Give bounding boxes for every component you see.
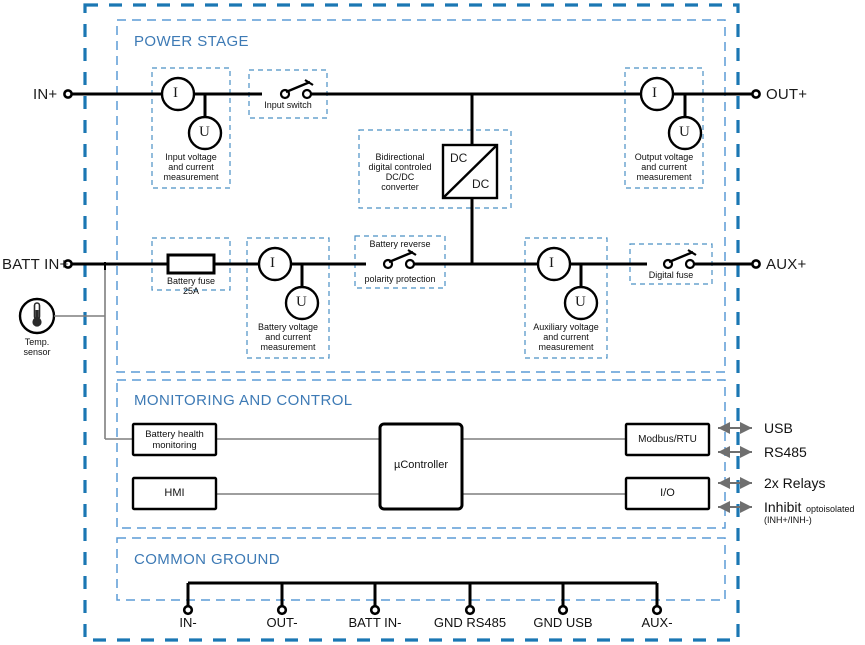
interface-label-rs485: RS485 [764, 444, 807, 460]
shape-ucontroller [378, 422, 464, 511]
meter-output-voltage [667, 115, 703, 151]
dcdc-label-bottom: DC [472, 177, 490, 191]
label-battery-health-line2: monitoring [152, 440, 197, 451]
terminal-batt-in-plus-dot [63, 259, 73, 269]
ground-bus [186, 581, 659, 607]
meter-label-input-voltage: U [199, 124, 210, 140]
dash-aux-measurement [524, 237, 608, 359]
gnd-label-gnd-rs485: GND RS485 [433, 615, 507, 630]
caption-reverse-polarity-bottom: polarity protection [364, 274, 436, 284]
caption-input-measurement: Input voltage and current measurement [163, 152, 219, 182]
component-dash-boxes [151, 67, 713, 359]
dcdc-label-top: DC [450, 151, 468, 165]
gnd-label-in-minus: IN- [179, 615, 197, 630]
meter-input-voltage [187, 115, 223, 151]
meter-label-output-voltage: U [679, 124, 690, 140]
dash-battery-measurement [246, 237, 330, 359]
meter-input-current [160, 76, 196, 112]
terminal-label-batt-in-plus: BATT IN+ [2, 256, 69, 273]
gnd-dot-out-minus [276, 604, 288, 616]
caption-reverse-polarity-top: Battery reverse [369, 239, 431, 249]
shape-io [624, 476, 711, 511]
interface-label-usb: USB [764, 420, 793, 436]
terminal-in-plus-dot [63, 89, 73, 99]
terminal-dots [63, 89, 761, 269]
caption-output-measurement: Output voltage and current measurement [634, 152, 694, 182]
ground-terminal-dots [182, 604, 663, 616]
meter-label-battery-current: I [270, 255, 275, 271]
meter-battery-voltage [284, 285, 320, 321]
terminal-label-in-plus: IN+ [33, 86, 58, 103]
battery-fuse-symbol [166, 253, 216, 275]
shape-hmi [131, 476, 218, 511]
gnd-label-batt-in-minus: BATT IN- [348, 615, 402, 630]
terminal-out-plus-dot [751, 89, 761, 99]
dash-output-measurement [624, 67, 704, 189]
meter-output-current [639, 76, 675, 112]
caption-battery-fuse: Battery fuse 25A [166, 276, 216, 296]
meter-aux-current [536, 246, 572, 282]
caption-aux-measurement: Auxiliary voltage and current measuremen… [533, 322, 599, 352]
interface-label-relays: 2x Relays [764, 475, 826, 491]
dash-input-measurement [151, 67, 231, 189]
label-modbus-rtu: Modbus/RTU [638, 434, 697, 445]
gnd-dot-gnd-rs485 [464, 604, 476, 616]
dash-dcdc [358, 129, 512, 209]
section-title-monitoring: MONITORING AND CONTROL [134, 392, 353, 409]
signal-wires [54, 268, 626, 495]
label-hmi: HMI [164, 487, 185, 499]
shape-modbus [624, 422, 711, 457]
shape-battery-health [131, 422, 218, 457]
section-power-stage-border [116, 19, 726, 373]
terminal-label-out-plus: OUT+ [766, 86, 808, 103]
meter-label-aux-current: I [549, 255, 554, 271]
dash-reverse-polarity [354, 235, 446, 289]
temp-sensor-symbol [18, 297, 56, 335]
caption-dcdc-converter: Bidirectional digital controled DC/DC co… [368, 152, 432, 192]
caption-digital-fuse: Digital fuse [648, 270, 694, 280]
gnd-label-gnd-usb: GND USB [533, 615, 593, 630]
meter-label-output-current: I [652, 85, 657, 101]
switch-digital-fuse[interactable] [662, 249, 697, 270]
gnd-label-aux-minus: AUX- [641, 615, 673, 630]
switch-input[interactable] [279, 79, 314, 100]
label-battery-health-line1: Battery health [145, 429, 204, 440]
meter-aux-voltage [563, 285, 599, 321]
gnd-dot-in-minus [182, 604, 194, 616]
meter-label-aux-voltage: U [575, 294, 586, 310]
gnd-dot-batt-in-minus [369, 604, 381, 616]
section-title-common-ground: COMMON GROUND [134, 551, 281, 568]
outer-enclosure-border [83, 3, 740, 642]
label-ucontroller: µController [393, 459, 449, 471]
interface-label-inhibit-sub: (INH+/INH-) [764, 515, 812, 525]
switch-reverse-polarity[interactable] [382, 249, 417, 270]
terminal-label-aux-plus: AUX+ [766, 256, 807, 273]
label-io: I/O [660, 487, 675, 499]
section-title-power-stage: POWER STAGE [134, 33, 249, 50]
dcdc-converter-symbol [441, 143, 499, 200]
caption-input-switch: Input switch [264, 100, 312, 110]
caption-battery-measurement: Battery voltage and current measurement [257, 322, 319, 352]
meter-battery-current [257, 246, 293, 282]
gnd-dot-aux-minus [651, 604, 663, 616]
temp-sensor-label-line1: Temp. [24, 337, 50, 347]
meter-label-battery-voltage: U [296, 294, 307, 310]
temp-sensor-label-line2: sensor [23, 347, 51, 357]
meter-label-input-current: I [173, 85, 178, 101]
interface-label-inhibit: Inhibit [764, 499, 802, 515]
gnd-label-out-minus: OUT- [266, 615, 298, 630]
interface-arrows [718, 422, 752, 513]
power-wires [72, 92, 752, 288]
meter-circles [160, 76, 703, 321]
control-block-shapes [131, 422, 711, 511]
gnd-dot-gnd-usb [557, 604, 569, 616]
section-common-ground-border [116, 537, 726, 601]
terminal-aux-plus-dot [751, 259, 761, 269]
interface-label-inhibit-suffix: optoisolated [806, 504, 855, 514]
